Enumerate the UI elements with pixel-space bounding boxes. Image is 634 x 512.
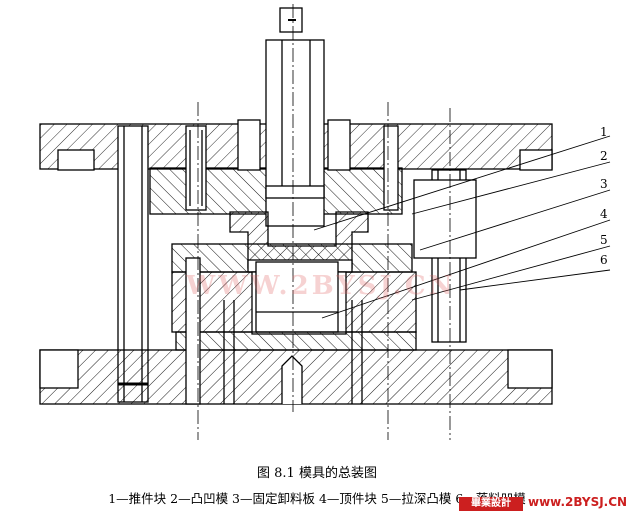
part-label-2: 2: [600, 149, 608, 163]
figure-title: 图 8.1 模具的总装图: [257, 466, 377, 481]
blanking-die: [171, 261, 417, 335]
leader-lines: [313, 135, 611, 319]
guide-pillar-right: [413, 169, 477, 343]
part-label-3: 3: [600, 177, 608, 191]
screws: [185, 119, 399, 211]
ejector-pins: [185, 257, 363, 405]
watermark-logo: 畢業設計: [459, 497, 523, 511]
figure-legend: 1—推件块 2—凸凹模 3—固定卸料板 4—顶件块 5—拉深凸模 6—落料凹模: [108, 491, 526, 506]
drawing-watermark: WWW.2BYSJ.CN: [185, 271, 455, 301]
part-label-6: 6: [600, 253, 608, 267]
part-label-5: 5: [600, 233, 608, 247]
part-label-4: 4: [600, 207, 608, 221]
watermark-url: www.2BYSJ.CN: [528, 495, 628, 509]
part-label-1: 1: [600, 125, 608, 139]
die-assembly-drawing: 1 2 3 4 5 6 WWW.2BYSJ.CN: [39, 4, 611, 440]
die-shank: [265, 7, 325, 227]
lower-die-plate: [39, 331, 553, 405]
